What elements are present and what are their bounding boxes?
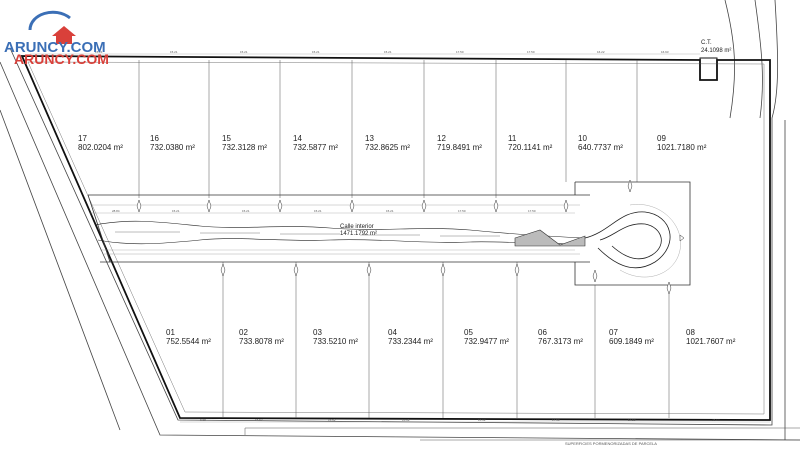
parcel-area: 752.5544 m² xyxy=(166,337,211,346)
ct-area: 24.1098 m² xyxy=(701,48,731,54)
parcel-area: 733.5210 m² xyxy=(313,337,358,346)
parcel-area: 719.8491 m² xyxy=(437,143,482,152)
dimension-text: 17.50 xyxy=(552,418,560,422)
dimension-text: 15.21 xyxy=(240,50,248,54)
parcel-id: 10 xyxy=(578,134,587,143)
parcel-id: 04 xyxy=(388,328,397,337)
dimension-text: 15.21 xyxy=(172,209,180,213)
watermark-logo: ARUNCY.COM ARUNCY.COM xyxy=(4,10,109,67)
plan-title: SUPERFICIES PORMENORIZADAS DE PARCELA xyxy=(565,441,657,446)
parcel-area: 732.3128 m² xyxy=(222,143,267,152)
parcel-area: 732.5877 m² xyxy=(293,143,338,152)
parcel-area: 733.2344 m² xyxy=(388,337,433,346)
parcel-area: 767.3173 m² xyxy=(538,337,583,346)
street-markers xyxy=(136,179,685,295)
parcel-id: 09 xyxy=(657,134,666,143)
dimension-text: 15.21 xyxy=(312,50,320,54)
dimension-text: 15.21 xyxy=(384,50,392,54)
street-area: 1471.1792 m² xyxy=(340,231,377,237)
parcel-id: 14 xyxy=(293,134,302,143)
roof-icon xyxy=(52,26,76,44)
street-median xyxy=(94,220,586,247)
title-strip xyxy=(244,427,800,441)
dimension-text: 15.21 xyxy=(386,209,394,213)
watermark-line1: ARUNCY.COM xyxy=(4,39,106,56)
parcel-id: 13 xyxy=(365,134,374,143)
parcel-area: 609.1849 m² xyxy=(609,337,654,346)
cul-de-sac xyxy=(584,204,681,278)
dimension-text: 15.62 xyxy=(328,418,336,422)
parcel-id: 03 xyxy=(313,328,322,337)
parcel-dividers-bottom xyxy=(222,262,670,418)
parcel-area: 732.0380 m² xyxy=(150,143,195,152)
parcel-area: 733.8078 m² xyxy=(239,337,284,346)
dimension-text: 17.50 xyxy=(528,209,536,213)
parcel-id: 07 xyxy=(609,328,618,337)
dimension-text: 16.22 xyxy=(597,50,605,54)
dimension-text: 15.21 xyxy=(314,209,322,213)
interior-street xyxy=(87,181,691,286)
parcel-id: 06 xyxy=(538,328,547,337)
dimension-text: 17.50 xyxy=(456,50,464,54)
dimension-text: 17.50 xyxy=(527,50,535,54)
ct-name: C.T. xyxy=(701,40,712,46)
street-name: Calle interior xyxy=(340,224,374,230)
dimension-text: 15.62 xyxy=(478,418,486,422)
parcel-area: 1021.7607 m² xyxy=(686,337,736,346)
parcel-area: 732.9477 m² xyxy=(464,337,509,346)
parcel-dividers-top xyxy=(138,60,638,198)
parcel-area: 802.0204 m² xyxy=(78,143,123,152)
parcel-id: 08 xyxy=(686,328,695,337)
parcel-id: 12 xyxy=(437,134,446,143)
dims-street: 28.84 15.21 15.21 15.21 15.21 17.50 17.50 xyxy=(112,209,536,213)
parcel-area: 732.8625 m² xyxy=(365,143,410,152)
parcel-id: 02 xyxy=(239,328,248,337)
dimension-text: 15.21 xyxy=(170,50,178,54)
block-inner-outline xyxy=(27,61,765,415)
parcel-area: 640.7737 m² xyxy=(578,143,623,152)
parcel-area: 720.1141 m² xyxy=(508,143,553,152)
house-icon xyxy=(28,10,71,31)
dimension-text: 16.93 xyxy=(661,50,669,54)
dimension-text: 17.50 xyxy=(628,418,636,422)
dimension-text: 15.21 xyxy=(242,209,250,213)
parcel-id: 01 xyxy=(166,328,175,337)
dimension-text: 9.98 xyxy=(200,418,206,422)
parcel-id: 11 xyxy=(508,134,517,143)
dimension-text: 15.21 xyxy=(95,50,103,54)
parcel-id: 17 xyxy=(78,134,87,143)
watermark-line2: ARUNCY.COM xyxy=(14,51,109,67)
parcel-id: 05 xyxy=(464,328,473,337)
parcel-id: 16 xyxy=(150,134,159,143)
ct-box xyxy=(699,57,718,81)
dims-top: 15.21 15.21 15.21 15.21 15.21 17.50 17.50 16.22… xyxy=(95,50,669,54)
dimension-text: 28.63 xyxy=(712,418,720,422)
dimension-text: 28.84 xyxy=(112,209,120,213)
dimension-text: 17.50 xyxy=(458,209,466,213)
block-outline xyxy=(20,55,771,421)
parcel-id: 15 xyxy=(222,134,231,143)
dims-bottom: 9.98 15.62 15.62 15.62 15.62 17.50 17.50 28.63 xyxy=(200,418,720,422)
dimension-text: 15.62 xyxy=(255,418,263,422)
dimension-lines xyxy=(30,53,770,423)
dimension-text: 15.62 xyxy=(402,418,410,422)
parcel-area: 1021.7180 m² xyxy=(657,143,707,152)
